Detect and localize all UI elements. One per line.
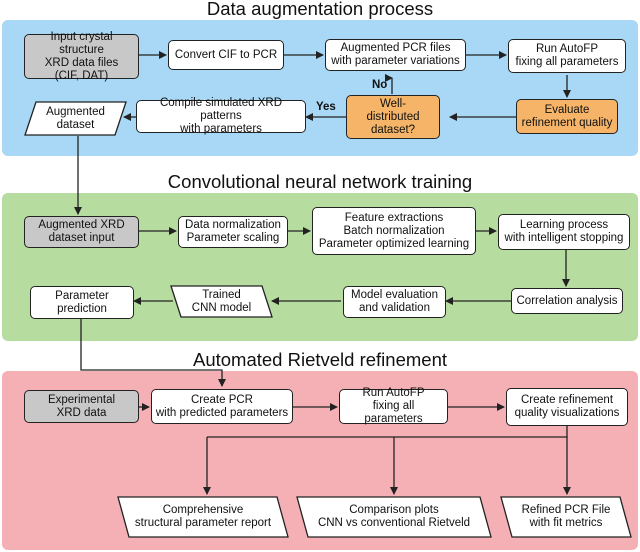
edge-label-no: No (372, 79, 388, 91)
node-create-visualizations: Create refinement quality visualizations (506, 388, 628, 426)
node-create-pcr: Create PCR with predicted parameters (151, 389, 293, 424)
node-refined-pcr-label: Refined PCR File with fit metrics (521, 504, 611, 529)
node-trained-cnn-label: Trained CNN model (191, 288, 252, 314)
parallelogram-shape (296, 496, 492, 538)
node-compile-simulated-xrd: Compile simulated XRD patterns with para… (136, 97, 306, 135)
node-data-normalization: Data normalization Parameter scaling (178, 216, 288, 248)
node-feature-extractions: Feature extractions Batch normalization … (312, 207, 476, 255)
node-experimental-xrd: Experimental XRD data (24, 390, 139, 423)
node-trained-cnn-model: Trained CNN model (170, 285, 273, 318)
node-augmented-dataset-label: Augmented dataset (46, 105, 105, 131)
node-convert-cif-to-pcr: Convert CIF to PCR (168, 40, 284, 70)
parallelogram-shape (170, 285, 273, 318)
node-learning-process: Learning process with intelligent stoppi… (498, 214, 630, 250)
node-well-distributed-decision: Well- distributed dataset? (346, 95, 440, 139)
connector-visualizations-bus (207, 426, 568, 438)
node-comparison-plots: Comparison plots CNN vs conventional Rie… (296, 496, 492, 538)
parallelogram-shape (500, 496, 632, 538)
node-structural-report-label: Comprehensive structural parameter repor… (134, 504, 272, 529)
node-run-autofp-2: Run AutoFP fixing all parameters (339, 387, 448, 425)
cnn-title: Convolutional neural network training (167, 171, 473, 192)
node-structural-report: Comprehensive structural parameter repor… (117, 496, 289, 538)
parallelogram-shape (24, 101, 127, 136)
node-augmented-pcr-files: Augmented PCR files with parameter varia… (325, 39, 466, 71)
node-refined-pcr-file: Refined PCR File with fit metrics (500, 496, 632, 538)
node-comparison-plots-label: Comparison plots CNN vs conventional Rie… (317, 504, 471, 529)
edge-label-yes: Yes (316, 101, 336, 113)
node-evaluate-refinement-quality: Evaluate refinement quality (516, 99, 618, 134)
node-model-evaluation: Model evaluation and validation (343, 286, 446, 318)
node-augmented-dataset: Augmented dataset (24, 101, 127, 136)
node-parameter-prediction: Parameter prediction (30, 286, 134, 319)
parallelogram-shape (117, 496, 289, 538)
node-augmented-xrd-input: Augmented XRD dataset input (24, 216, 139, 248)
augmentation-title: Data augmentation process (206, 0, 434, 19)
node-run-autofp-1: Run AutoFP fixing all parameters (508, 39, 626, 73)
rietveld-title: Automated Rietveld refinement (193, 349, 447, 370)
node-input-crystal-structure: Input crystal structure XRD data files (… (24, 31, 139, 82)
node-correlation-analysis: Correlation analysis (511, 288, 623, 314)
arrow-prediction-to-create-pcr (80, 319, 226, 387)
